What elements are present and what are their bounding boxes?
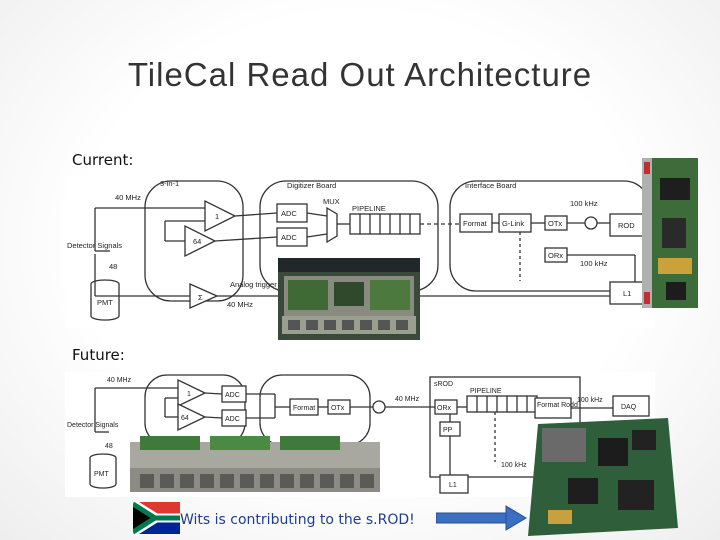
future-otx-label: OTx <box>331 405 345 412</box>
daq-label: DAQ <box>621 404 637 411</box>
channels-48-label: 48 <box>109 262 117 271</box>
freq-40mhz-label: 40 MHz <box>115 193 141 202</box>
page-title: TileCal Read Out Architecture <box>127 56 593 93</box>
future-l1-block <box>439 474 469 494</box>
srod-board-photo <box>528 418 678 536</box>
future-channels-48-label: 48 <box>105 443 113 450</box>
future-drawer-photo <box>130 436 380 492</box>
future-pmt-label: PMT <box>94 471 110 478</box>
future-format-rod-label: Format Rodd <box>537 402 578 409</box>
freq-100khz-l1-label: 100 kHz <box>580 259 608 268</box>
l1-label: L1 <box>623 289 631 298</box>
interface-board-label: Interface Board <box>465 181 516 190</box>
pp-label: PP <box>443 427 453 434</box>
future-orx-label: ORx <box>437 405 452 412</box>
future-l1-label: L1 <box>449 482 457 489</box>
orx-label: ORx <box>548 251 563 260</box>
amplifier-gain1 <box>204 199 237 233</box>
future-label: Future: <box>72 346 125 364</box>
future-adc-1-label: ADC <box>225 392 240 399</box>
adc-2-label: ADC <box>281 233 297 242</box>
future-pmt-cylinder <box>89 458 117 489</box>
adc-1-label: ADC <box>281 209 297 218</box>
format-label: Format <box>463 219 488 228</box>
mux-label: MUX <box>323 197 340 206</box>
future-amplifier-gain1 <box>177 378 207 408</box>
gain-1-label: 1 <box>215 212 219 221</box>
future-gain-1-label: 1 <box>187 391 191 398</box>
mux-block <box>326 206 338 244</box>
srod-label: sROD <box>434 381 453 388</box>
future-adc-2-label: ADC <box>225 416 240 423</box>
credit-text: Wits is contributing to the s.ROD! <box>180 512 415 528</box>
future-gain-64-label: 64 <box>181 415 189 422</box>
current-architecture-diagram: 3-in-1 40 MHz 1 64 Detector Signals 48 P… <box>65 176 655 328</box>
future-freq-40mhz-label: 40 MHz <box>107 377 132 384</box>
pipeline-label: PIPELINE <box>352 204 386 213</box>
detector-signals-label: Detector Signals <box>67 241 122 250</box>
freq-100khz-label: 100 kHz <box>570 199 598 208</box>
summing-amplifier <box>189 282 219 310</box>
current-label: Current: <box>72 151 134 169</box>
future-detector-signals-label: Detector Signals <box>67 422 119 429</box>
daq-block <box>612 395 650 417</box>
gain-64-label: 64 <box>193 237 201 246</box>
future-freq-40mhz-link-label: 40 MHz <box>395 396 420 403</box>
analog-trigger-label: Analog trigger <box>230 280 277 289</box>
future-freq-100khz-label: 100 kHz <box>577 397 603 404</box>
three-in-one-label: 3-in-1 <box>160 179 179 188</box>
freq-40mhz-trigger-label: 40 MHz <box>227 300 253 309</box>
digitizer-drawer-photo <box>278 258 420 340</box>
glink-label: G-Link <box>502 219 524 228</box>
pmt-label: PMT <box>97 298 113 307</box>
future-freq-100khz-l1-label: 100 kHz <box>501 462 527 469</box>
south-africa-flag-icon <box>133 502 180 534</box>
rod-label: ROD <box>618 221 635 230</box>
future-pipeline-label: PIPELINE <box>470 388 502 395</box>
digitizer-board-label: Digitizer Board <box>287 181 336 190</box>
otx-label: OTx <box>548 219 562 228</box>
rod-board-photo <box>642 158 698 308</box>
sigma-label: Σ <box>198 293 203 302</box>
pmt-cylinder <box>90 284 120 321</box>
future-format-label: Format <box>293 405 315 412</box>
right-arrow-icon <box>436 505 527 531</box>
